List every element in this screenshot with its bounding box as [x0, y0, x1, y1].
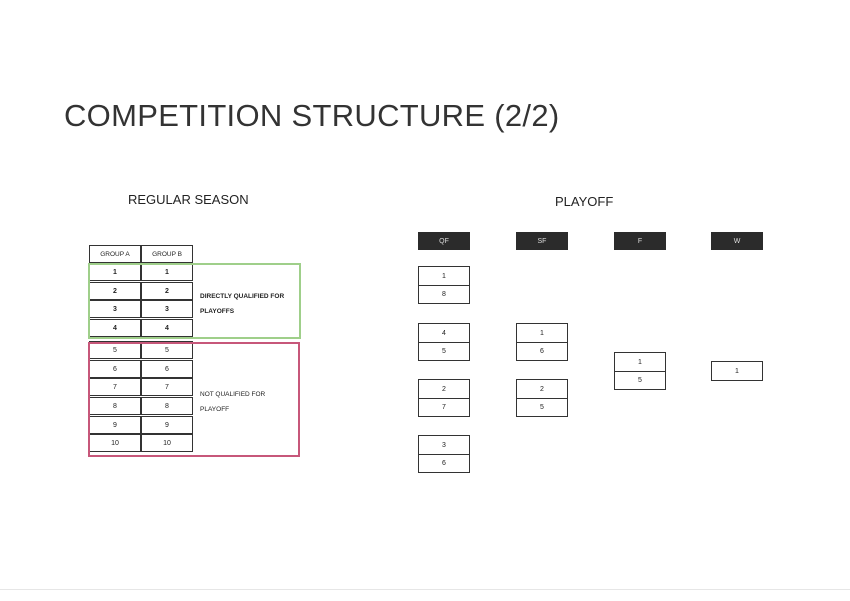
playoff-title: PLAYOFF [555, 194, 614, 209]
rank-cell: 2 [141, 282, 193, 300]
not-qualified-note-line-2: PLAYOFF [200, 406, 230, 413]
rank-cell: 6 [89, 360, 141, 378]
quarterfinal-match-3: 2 7 [418, 379, 470, 417]
rank-cell: 10 [141, 434, 193, 452]
match-slot: 5 [419, 342, 469, 360]
rank-cell: 4 [89, 319, 141, 337]
match-slot: 7 [419, 398, 469, 416]
page-bottom-edge [0, 589, 850, 590]
match-slot: 6 [419, 454, 469, 472]
rank-cell: 7 [89, 378, 141, 396]
rank-cell: 7 [141, 378, 193, 396]
final-match: 1 5 [614, 352, 666, 390]
rank-cell: 3 [141, 300, 193, 318]
stage-header-qf: QF [418, 232, 470, 250]
not-qualified-note-line-1: NOT QUALIFIED FOR [200, 391, 266, 398]
rank-cell: 5 [89, 341, 141, 359]
quarterfinal-match-1: 1 8 [418, 266, 470, 304]
quarterfinal-match-2: 4 5 [418, 323, 470, 361]
quarterfinal-match-4: 3 6 [418, 435, 470, 473]
match-slot: 4 [442, 329, 446, 337]
semifinal-match-2: 2 5 [516, 379, 568, 417]
qualified-note: DIRECTLY QUALIFIED FOR PLAYOFFS [200, 289, 284, 319]
rank-cell: 9 [89, 416, 141, 434]
match-slot: 1 [442, 272, 446, 280]
rank-cell: 8 [141, 397, 193, 415]
match-slot: 2 [540, 385, 544, 393]
qualified-note-line-1: DIRECTLY QUALIFIED FOR [200, 293, 285, 300]
stage-header-f: F [614, 232, 666, 250]
group-header-cell: GROUP B [141, 245, 193, 263]
rank-cell: 2 [89, 282, 141, 300]
rank-cell: 10 [89, 434, 141, 452]
qualified-note-line-2: PLAYOFFS [200, 308, 235, 315]
group-header-cell: GROUP A [89, 245, 141, 263]
regular-season-title: REGULAR SEASON [128, 192, 249, 207]
match-slot: 3 [442, 441, 446, 449]
rank-cell: 6 [141, 360, 193, 378]
match-slot: 5 [615, 371, 665, 389]
match-slot: 6 [517, 342, 567, 360]
not-qualified-note: NOT QUALIFIED FOR PLAYOFF [200, 387, 265, 417]
match-slot: 8 [419, 285, 469, 303]
page-title: COMPETITION STRUCTURE (2/2) [64, 98, 560, 133]
winner-box: 1 [711, 361, 763, 381]
semifinal-match-1: 1 6 [516, 323, 568, 361]
rank-cell: 1 [89, 263, 141, 281]
rank-cell: 5 [141, 341, 193, 359]
rank-cell: 8 [89, 397, 141, 415]
match-slot: 5 [517, 398, 567, 416]
stage-header-sf: SF [516, 232, 568, 250]
rank-cell: 9 [141, 416, 193, 434]
rank-cell: 1 [141, 263, 193, 281]
match-slot: 1 [638, 358, 642, 366]
rank-cell: 4 [141, 319, 193, 337]
match-slot: 2 [442, 385, 446, 393]
rank-cell: 3 [89, 300, 141, 318]
match-slot: 1 [540, 329, 544, 337]
winner-slot: 1 [735, 367, 739, 375]
stage-header-w: W [711, 232, 763, 250]
